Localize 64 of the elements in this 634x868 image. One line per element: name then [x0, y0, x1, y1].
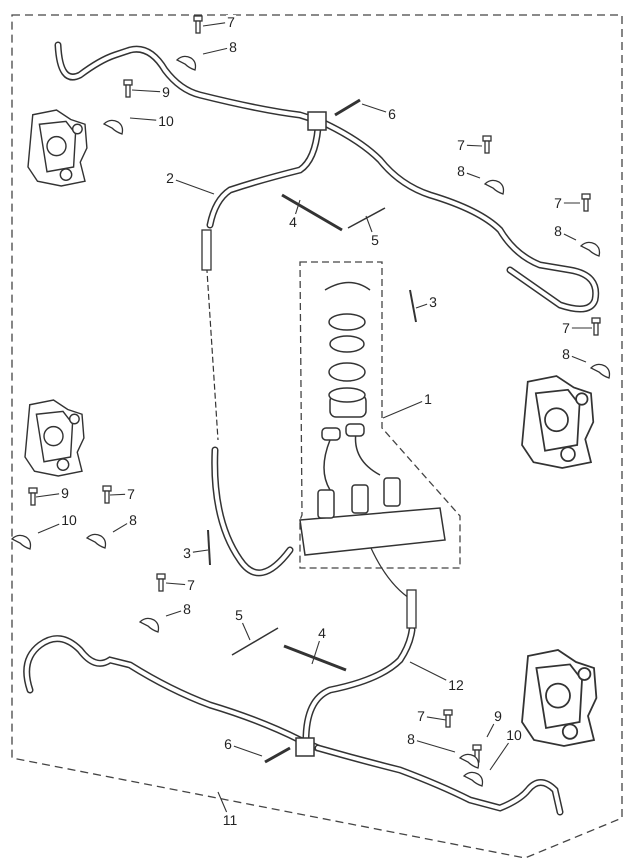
callout-number: 9: [60, 486, 70, 500]
leader-line: [466, 144, 482, 147]
callout-number: 3: [182, 546, 192, 560]
leader-line: [416, 304, 428, 309]
leader-line: [202, 22, 226, 27]
leader-line: [242, 622, 250, 640]
leader-line: [130, 117, 156, 121]
callout-number: 7: [553, 196, 563, 210]
callout-number: 4: [288, 215, 298, 229]
callout-number: 3: [428, 295, 438, 309]
callout-number: 8: [406, 732, 416, 746]
leader-line: [112, 523, 128, 532]
callout-number: 7: [226, 15, 236, 29]
callout-number: 12: [447, 678, 465, 692]
callout-number: 7: [186, 578, 196, 592]
callout-number: 5: [370, 233, 380, 247]
callout-number: 7: [561, 321, 571, 335]
callout-number: 8: [182, 602, 192, 616]
leader-line: [564, 202, 580, 204]
leader-line: [295, 200, 301, 214]
leader-line: [572, 356, 586, 363]
callout-number: 6: [223, 737, 233, 751]
leader-line: [564, 233, 576, 240]
callout-number: 9: [161, 85, 171, 99]
leader-line: [110, 494, 126, 496]
leader-line: [362, 103, 386, 113]
leader-line: [166, 610, 182, 617]
leader-line: [36, 493, 60, 498]
callout-number: 8: [456, 164, 466, 178]
leader-line: [192, 549, 208, 553]
leader-line: [572, 327, 592, 329]
leader-line: [311, 640, 320, 664]
leader-line: [426, 716, 446, 721]
leader-line: [382, 400, 422, 418]
callout-number: 5: [234, 608, 244, 622]
callout-number: 2: [165, 171, 175, 185]
callout-number: 10: [60, 513, 78, 527]
callout-number: 8: [128, 513, 138, 527]
callout-number: 7: [456, 138, 466, 152]
callout-number: 8: [561, 347, 571, 361]
leader-line: [410, 662, 446, 681]
callout-number: 9: [493, 709, 503, 723]
leader-line: [202, 48, 228, 55]
leader-line: [132, 89, 160, 92]
leader-line: [234, 746, 262, 757]
leader-line: [416, 740, 456, 753]
leader-line: [365, 216, 373, 232]
callout-number: 8: [228, 40, 238, 54]
callout-number: 10: [157, 114, 175, 128]
callout-number: 7: [416, 709, 426, 723]
leader-line: [486, 724, 494, 738]
callout-number: 8: [553, 224, 563, 238]
leader-line: [38, 524, 60, 534]
leader-line: [218, 792, 228, 812]
callout-number: 6: [387, 107, 397, 121]
leader-line: [490, 742, 509, 770]
leader-line: [166, 582, 186, 586]
leader-line: [176, 180, 214, 195]
callout-number: 7: [126, 487, 136, 501]
callout-number: 4: [317, 626, 327, 640]
callout-number: 11: [222, 813, 238, 827]
callout-number: 1: [423, 392, 433, 406]
callout-number: 10: [505, 728, 523, 742]
leader-line: [466, 172, 480, 179]
